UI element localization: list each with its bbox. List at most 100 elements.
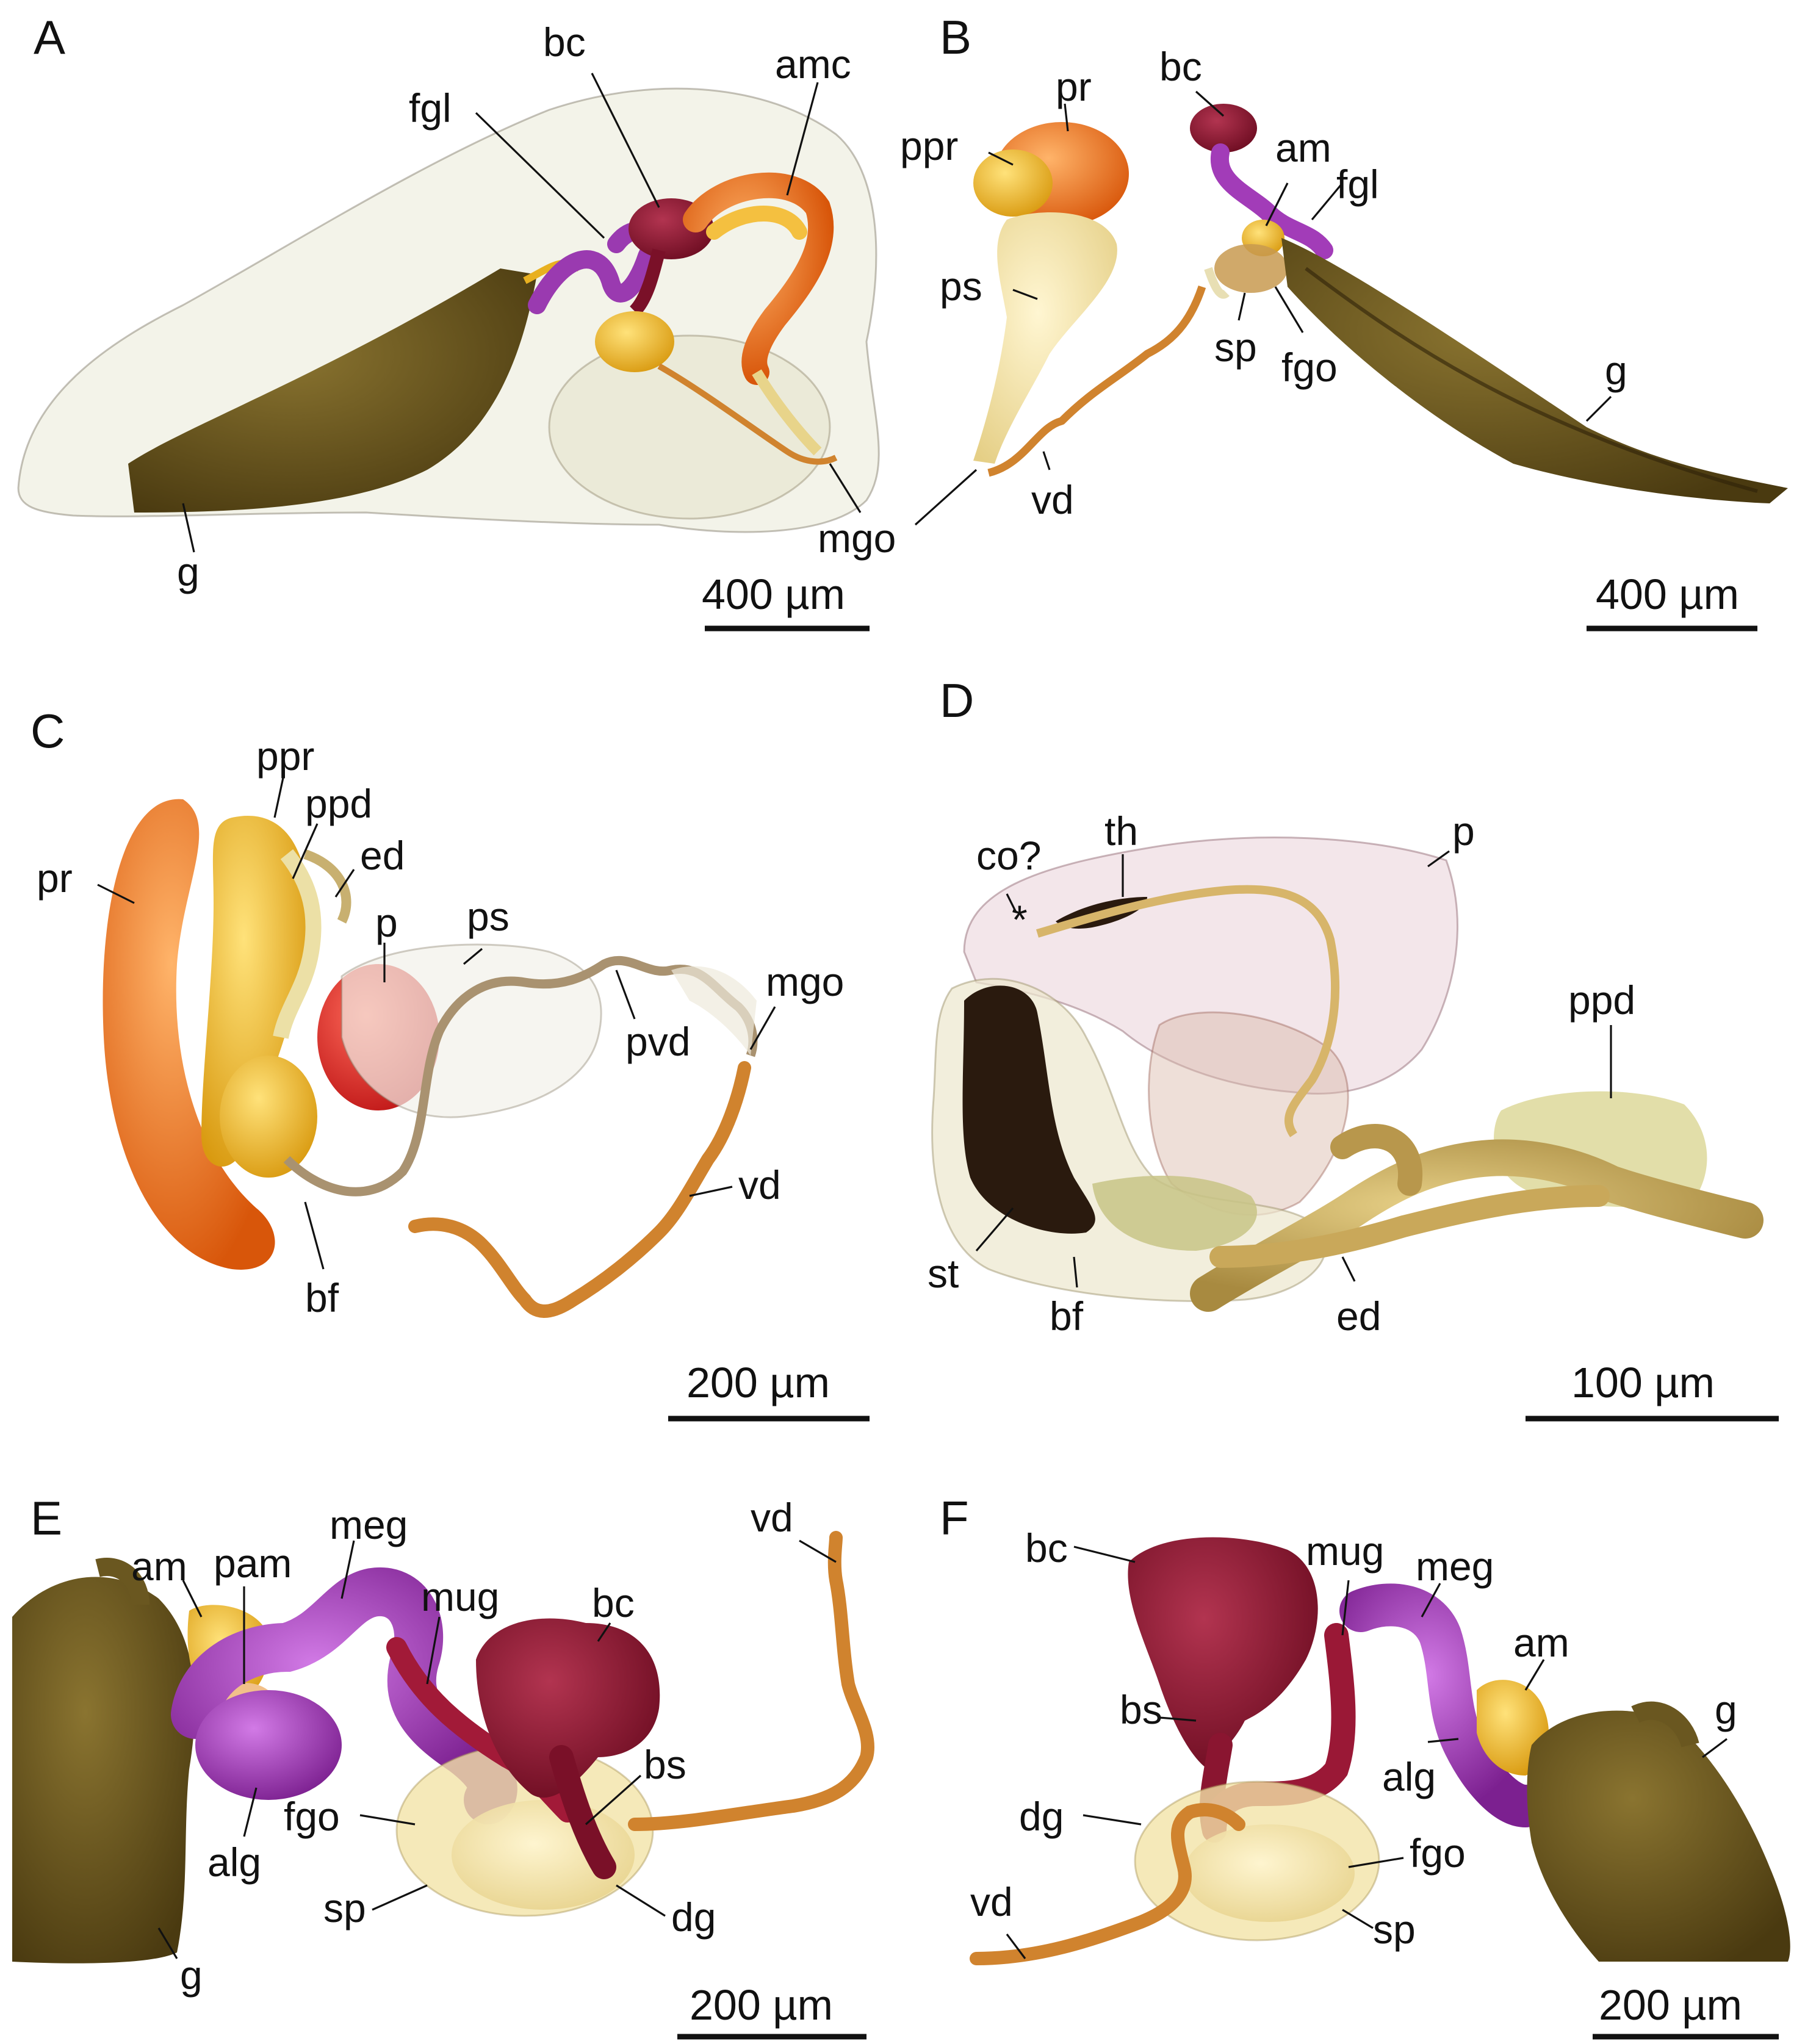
gonad-e-knob <box>95 1558 150 1605</box>
leader-d-ed <box>1341 1256 1356 1282</box>
leader-c-ps <box>463 948 483 965</box>
leader-e-am <box>182 1580 203 1618</box>
leader-e-fgo <box>359 1814 416 1826</box>
label-f-vd: vd <box>970 1879 1013 1924</box>
label-f-bc: bc <box>1025 1525 1068 1571</box>
prostate-coil-2-a <box>706 206 807 240</box>
penial-prostate-lower-c <box>220 1056 317 1178</box>
label-f-alg: alg <box>1382 1754 1436 1799</box>
label-b-am: am <box>1275 125 1331 170</box>
leader-f-meg <box>1421 1583 1441 1618</box>
leader-f-sp <box>1342 1909 1374 1929</box>
panel-letter-e: E <box>31 1491 62 1545</box>
gonad-b <box>1281 238 1788 503</box>
leader-e-alg <box>243 1787 258 1837</box>
dg-f <box>1184 1824 1355 1922</box>
panel-letter-f: F <box>940 1491 969 1545</box>
label-a-g: g <box>177 549 200 594</box>
label-e-am: am <box>131 1544 187 1589</box>
stylet-d <box>962 985 1095 1234</box>
label-a-mgo: mgo <box>818 516 896 561</box>
leader-f-fgo <box>1348 1857 1404 1868</box>
leader-e-bc <box>597 1622 611 1642</box>
vas-deferens-a <box>657 363 838 465</box>
ed-branch-d <box>1209 1185 1610 1268</box>
panel-c: C ppr ppd ed pr p ps pvd mgo <box>31 704 870 1422</box>
label-d-st: st <box>928 1251 959 1296</box>
bursa-stalk-a <box>629 248 666 316</box>
scale-label-b: 400 µm <box>1596 570 1739 618</box>
label-e-fgo: fgo <box>284 1794 340 1839</box>
vas-deferens-b <box>987 285 1206 477</box>
scale-label-a: 400 µm <box>702 570 845 618</box>
penis-sheath-b <box>973 212 1117 464</box>
gonad-a <box>128 268 537 513</box>
pvd-sheath-c <box>671 966 757 1056</box>
label-b-pr: pr <box>1056 64 1092 109</box>
label-b-ppr: ppr <box>900 123 958 168</box>
leader-f-alg <box>1427 1738 1459 1743</box>
panel-d: D co? * th p ppd st bf ed <box>928 674 1779 1422</box>
bursa-stalk-e <box>549 1745 616 1879</box>
label-c-p: p <box>375 900 398 945</box>
label-d-bf: bf <box>1050 1294 1084 1339</box>
leader-b-fgl <box>1311 182 1344 221</box>
gonad-b-shade <box>1305 267 1758 493</box>
label-f-fgo: fgo <box>1410 1830 1466 1876</box>
label-f-sp: sp <box>1373 1907 1416 1952</box>
bursa-copulatrix-b <box>1190 104 1257 153</box>
leader-f-mug <box>1341 1580 1350 1636</box>
label-c-ppd: ppd <box>305 781 372 826</box>
mucus-gland-f <box>1339 1583 1547 1827</box>
label-e-bc: bc <box>592 1580 635 1625</box>
label-c-pr: pr <box>37 855 73 901</box>
leader-b-am <box>1265 182 1289 226</box>
penial-duct-d <box>1036 885 1339 1137</box>
spermoviduct-a <box>752 369 822 456</box>
leader-f-bs <box>1159 1716 1197 1722</box>
panel-letter-b: B <box>940 10 971 64</box>
leader-c-bf <box>304 1201 325 1270</box>
label-b-vd: vd <box>1031 477 1074 522</box>
duct-b <box>1204 267 1230 299</box>
leader-b-fgo <box>1274 286 1304 333</box>
spermoviduct-b <box>1214 244 1288 293</box>
ejaculatory-duct-d <box>1190 1139 1764 1312</box>
scale-label-e: 200 µm <box>690 1981 833 2029</box>
alg-e <box>195 1690 342 1800</box>
panel-f: F bc mug meg am g bs a <box>940 1491 1790 2040</box>
label-b-ps: ps <box>940 264 982 309</box>
panel-letter-a: A <box>34 10 65 64</box>
leader-b-vd <box>1042 451 1051 470</box>
leader-b-ppr <box>988 151 1014 166</box>
ed-loop-d <box>1330 1124 1423 1196</box>
label-d-star: * <box>1012 897 1028 942</box>
leader-b-mgo <box>914 469 978 526</box>
leader-a-amc <box>786 82 819 196</box>
leader-b-pr <box>1064 103 1069 132</box>
leader-b-bc <box>1195 90 1225 117</box>
leader-e-meg <box>340 1540 355 1599</box>
label-e-pam: pam <box>214 1541 292 1586</box>
label-f-g: g <box>1715 1687 1737 1732</box>
label-f-mug: mug <box>1306 1528 1384 1574</box>
label-f-dg: dg <box>1019 1794 1064 1839</box>
leader-e-dg <box>616 1884 666 1917</box>
leader-a-fgl <box>475 112 605 239</box>
label-c-ppr: ppr <box>256 733 314 779</box>
bursa-copulatrix-f <box>1128 1537 1318 1769</box>
gonad-f <box>1527 1710 1790 1962</box>
leader-c-mgo <box>749 1006 776 1050</box>
panel-b: B pr ppr ps vd bc am fgl sp <box>900 10 1788 632</box>
panel-letter-d: D <box>940 674 974 727</box>
leader-d-bf <box>1073 1256 1078 1288</box>
label-e-sp: sp <box>323 1885 366 1931</box>
label-a-amc: amc <box>775 41 851 87</box>
gonad-f-knob <box>1631 1701 1699 1748</box>
label-d-co: co? <box>976 833 1041 878</box>
penial-prostate-b <box>973 149 1053 217</box>
label-e-dg: dg <box>671 1895 716 1940</box>
vas-deferens-f <box>970 1803 1245 1965</box>
leader-e-vd <box>799 1539 837 1563</box>
